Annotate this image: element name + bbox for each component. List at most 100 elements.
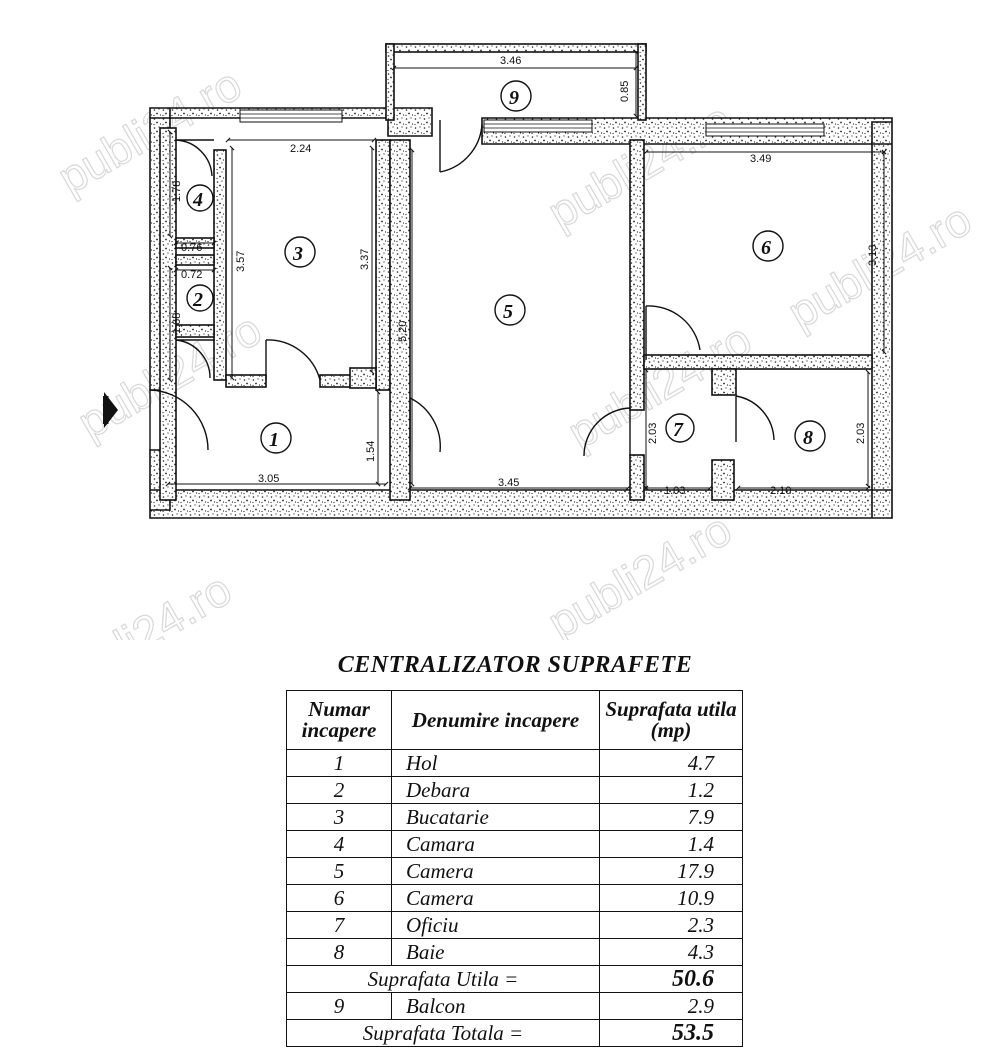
room-marker-4: 4 [186,184,214,212]
dim-storage-height: 1.68 [171,313,183,334]
windows [239,109,825,137]
room-number: 5 [503,301,513,323]
cell-room-number: 3 [286,803,392,831]
dimension-labels: 3.46 0.85 2.24 3.57 3.37 1.78 0.76 0.72 … [171,55,879,497]
door-room6 [645,305,701,360]
table-row: 5 Camera 17.9 [286,857,743,885]
header-room-name: Denumire incapere [391,690,600,750]
room-marker-1: 1 [260,422,292,454]
dim-kitchen-width: 2.24 [290,143,311,155]
cell-room-number: 4 [286,830,392,858]
watermark-text: publi24.ro [539,503,740,640]
cell-room-name: Balcon [391,992,600,1020]
dim-balcony-width: 3.46 [500,55,521,67]
wall-kitchen-left [213,149,227,381]
wall-room5-right [629,139,645,411]
dim-office-height: 2.03 [647,423,659,444]
floor-plan: publi24.ro publi24.ro publi24.ro publi24… [38,43,981,640]
cell-room-area: 2.3 [599,911,743,939]
window-kitchen [239,109,343,123]
wall-kitchen-pillar [349,367,377,389]
balcony-rail-left [385,43,395,121]
dim-balcony-depth: 0.85 [619,81,631,102]
room-number: 1 [269,429,279,451]
room-number: 6 [761,237,771,259]
cell-room-area: 7.9 [599,803,743,831]
balcony-rail-right [637,43,647,121]
cell-room-area: 17.9 [599,857,743,885]
room-number: 3 [292,243,303,265]
table-row: 2 Debara 1.2 [286,776,743,804]
window-room6 [705,123,825,137]
wall-room6-bottom [643,354,873,370]
wall-storage-divider [175,254,215,266]
cell-room-number: 9 [286,992,392,1020]
dim-storage-width: 0.72 [181,269,202,281]
table-row: 1 Hol 4.7 [286,749,743,777]
door-storage [175,339,214,379]
room-marker-5: 5 [494,294,526,326]
cell-room-name: Oficiu [391,911,600,939]
room-marker-3: 3 [284,236,316,268]
wall-office-bath-lower [711,459,735,501]
table-row: 8 Baie 4.3 [286,938,743,966]
cell-room-name: Debara [391,776,600,804]
table-row: 9 Balcon 2.9 [286,992,743,1020]
door-room5-hall [409,397,441,453]
door-office [583,407,631,457]
table-row: 3 Bucatarie 7.9 [286,803,743,831]
cell-room-number: 1 [286,749,392,777]
cell-room-area: 10.9 [599,884,743,912]
room-number: 7 [673,419,684,441]
cell-room-name: Bucatarie [391,803,600,831]
cell-room-name: Hol [391,749,600,777]
cell-room-number: 7 [286,911,392,939]
dim-office-width: 1.03 [664,485,685,497]
door-kitchen [265,339,321,381]
door-pantry [175,139,214,177]
dim-bath-height: 2.03 [855,423,867,444]
summary-title: CENTRALIZATOR SUPRAFETE [337,652,693,678]
cell-room-area: 1.4 [599,830,743,858]
dim-pantry-width: 0.76 [181,242,202,254]
cell-room-number: 6 [286,884,392,912]
useful-total-value: 50.6 [599,965,743,993]
area-summary-table: Numar incapere Denumire incapere Suprafa… [286,690,743,1047]
wall-kitchen-bottom-left [225,374,267,388]
cell-room-number: 8 [286,938,392,966]
cell-room-name: Camera [391,857,600,885]
room-number: 9 [509,87,519,109]
wall-storage-bottom [175,324,215,338]
table-row: 7 Oficiu 2.3 [286,911,743,939]
room-marker-8: 8 [794,420,826,452]
grand-total-label: Suprafata Totala = [286,1019,600,1047]
dim-hall-height: 1.54 [365,441,377,462]
dim-room6-width: 3.49 [750,153,771,165]
room-marker-2: 2 [186,284,214,312]
dim-room6-height: 3.13 [867,245,879,266]
room-marker-6: 6 [752,230,784,262]
wall-kitchen-right [375,139,391,391]
room-number: 8 [803,427,813,449]
dimension-lines [165,49,887,491]
balcony-rail-top [385,43,647,53]
dim-kitchen-height-left: 3.57 [235,251,247,272]
wall-bath-corner [711,368,737,396]
wall-room5-left [389,139,411,501]
table-header-row: Numar incapere Denumire incapere Suprafa… [286,690,743,750]
room-marker-7: 7 [665,413,695,443]
doors [149,120,775,457]
dim-pantry-height: 1.78 [171,181,183,202]
dim-room5-width: 3.45 [498,477,519,489]
room-markers: 1 2 3 4 5 6 7 8 9 [186,80,826,454]
grand-total-row: Suprafata Totala = 53.5 [286,1019,743,1047]
useful-total-label: Suprafata Utila = [286,965,600,993]
window-room5 [483,119,593,133]
grand-total-value: 53.5 [599,1019,743,1047]
cell-room-area: 4.7 [599,749,743,777]
dim-hall-width: 3.05 [258,473,279,485]
dim-kitchen-height-right: 3.37 [359,249,371,270]
door-balcony [439,120,483,173]
wall-office-left-lower [629,454,645,501]
header-room-area: Suprafata utila (mp) [599,690,743,750]
